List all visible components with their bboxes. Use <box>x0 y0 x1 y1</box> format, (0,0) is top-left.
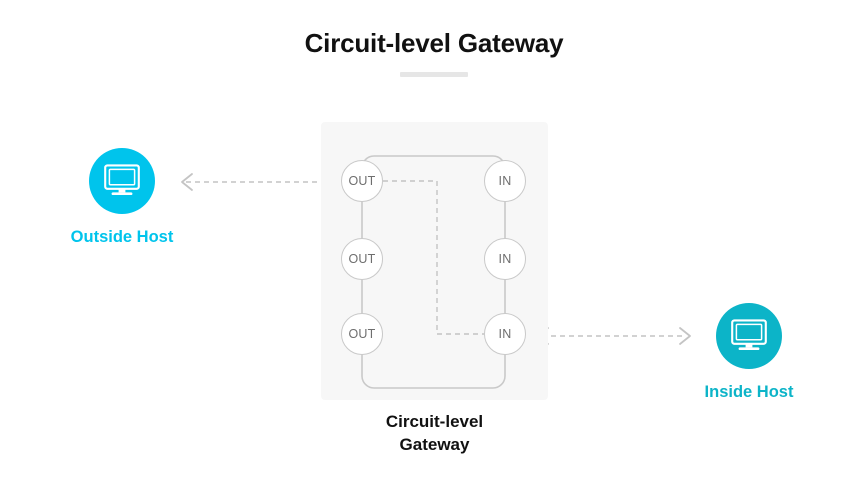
gateway-panel: OUT OUT OUT IN IN IN <box>321 122 548 400</box>
out-port-1-label: OUT <box>348 174 376 188</box>
in-port-2[interactable]: IN <box>484 238 526 280</box>
outside-host-circle <box>89 148 155 214</box>
out-port-3-label: OUT <box>348 327 376 341</box>
gateway-caption-line-2: Gateway <box>399 435 470 454</box>
outside-host-label: Outside Host <box>70 228 174 246</box>
inside-host-circle <box>716 303 782 369</box>
title-block: Circuit-level Gateway <box>0 26 868 77</box>
inside-host-connector <box>537 327 691 345</box>
page-title: Circuit-level Gateway <box>304 28 564 58</box>
circuit-path <box>383 180 484 335</box>
gateway-caption-line-1: Circuit-level <box>385 412 484 431</box>
out-port-2-label: OUT <box>348 252 376 266</box>
port-ring <box>361 155 506 389</box>
in-port-3[interactable]: IN <box>484 313 526 355</box>
out-port-3[interactable]: OUT <box>341 313 383 355</box>
monitor-icon <box>731 319 767 350</box>
out-port-1[interactable]: OUT <box>341 160 383 202</box>
title-divider <box>400 72 468 77</box>
in-port-3-label: IN <box>498 327 512 341</box>
in-port-1-label: IN <box>498 174 512 188</box>
outside-host-node[interactable]: Outside Host <box>22 148 222 247</box>
inside-host-label: Inside Host <box>704 383 794 401</box>
inside-host-node[interactable]: Inside Host <box>649 303 849 402</box>
out-port-2[interactable]: OUT <box>341 238 383 280</box>
in-port-1[interactable]: IN <box>484 160 526 202</box>
monitor-icon <box>104 164 140 195</box>
gateway-caption: Circuit-level Gateway <box>321 410 548 456</box>
in-port-2-label: IN <box>498 252 512 266</box>
